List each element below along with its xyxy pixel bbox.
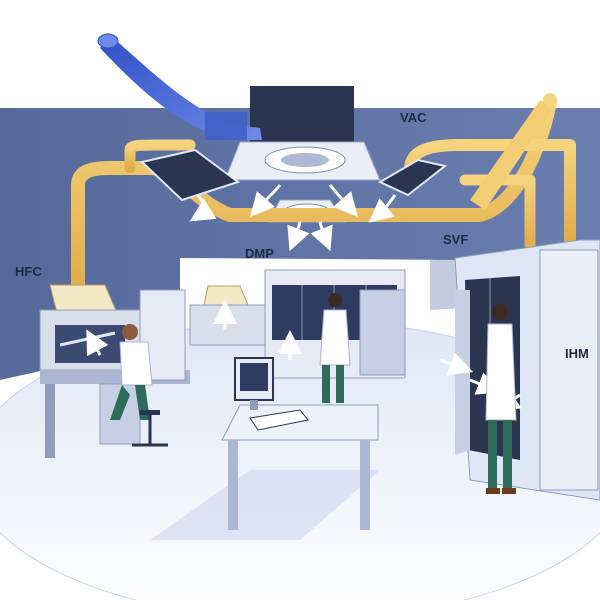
- airflow-arrow-icon: [86, 329, 109, 357]
- label-hfc: HFC: [15, 264, 42, 279]
- cabinet-wall-right: [454, 239, 600, 501]
- exhaust-duct: [97, 33, 262, 140]
- supply-duct-large-diagonal: [470, 100, 552, 210]
- person-standing-icon: [485, 304, 517, 494]
- person-standing-icon: [319, 293, 351, 403]
- supply-diffusers: [139, 148, 448, 202]
- airflow-arrow-icon: [439, 352, 474, 376]
- person-seated-icon: [110, 324, 168, 447]
- airflow-arrow-icon: [287, 221, 310, 252]
- airflow-arrow-icon: [368, 194, 397, 223]
- label-ihm: IHM: [565, 346, 589, 361]
- airflow-arrow-icon: [310, 221, 333, 252]
- keyboard-icon: [249, 409, 309, 431]
- airflow-arrows: [189, 184, 397, 252]
- computer-table: [221, 357, 379, 530]
- label-svf: SVF: [443, 232, 468, 247]
- airflow-arrow-icon: [189, 194, 217, 222]
- airflow-arrow-icon: [328, 184, 358, 218]
- label-dmp: DMP: [245, 246, 274, 261]
- airflow-arrow-icon: [250, 184, 282, 218]
- computer-monitor-icon: [234, 357, 274, 410]
- label-vac: VAC: [400, 110, 427, 125]
